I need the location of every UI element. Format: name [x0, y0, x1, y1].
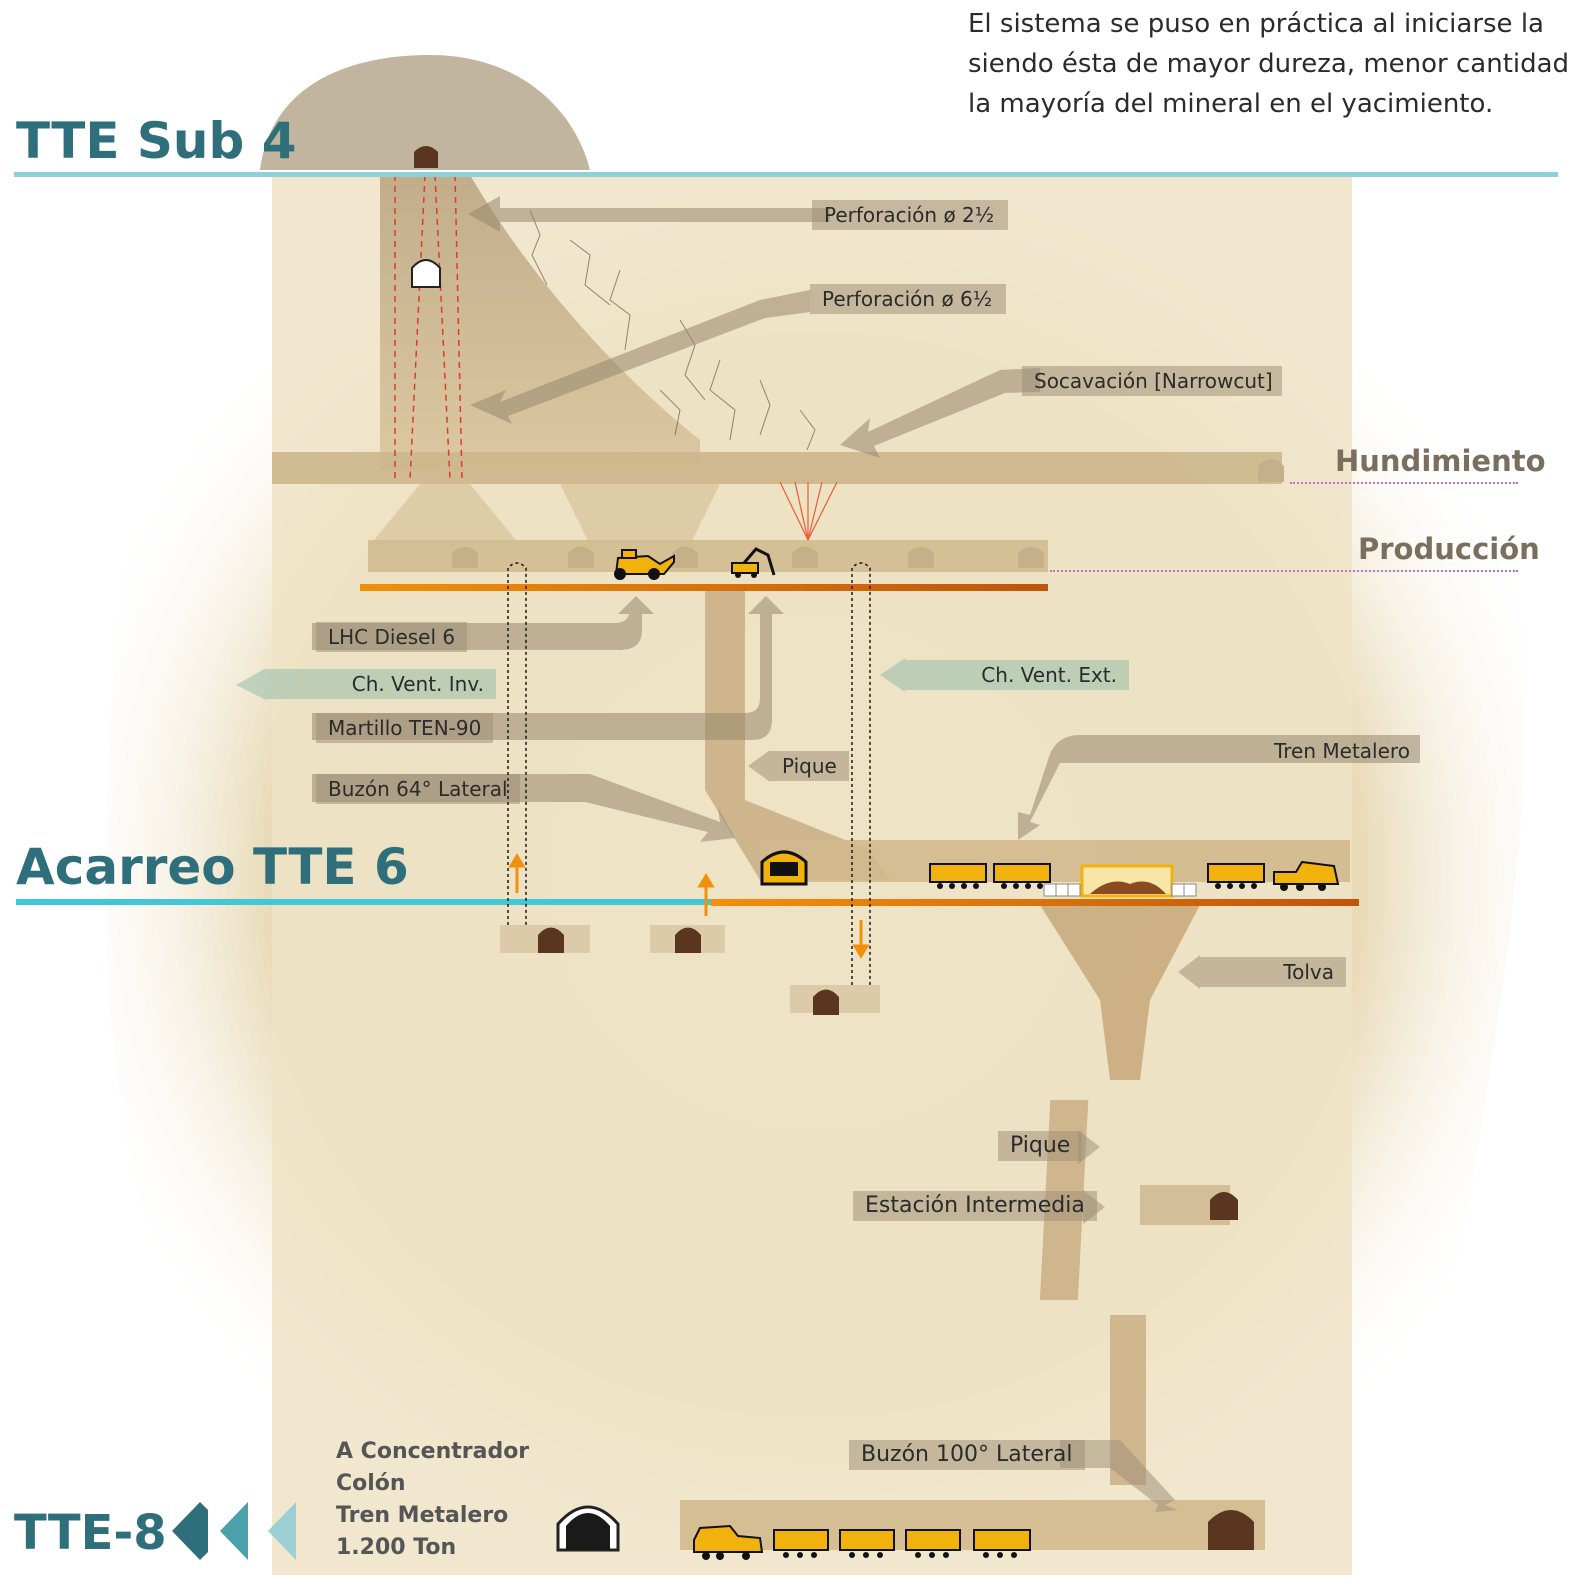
- tunnel-portal-icon: [558, 1507, 618, 1550]
- truck-icon: [694, 1526, 1030, 1560]
- excavator-icon: [732, 549, 774, 578]
- loader-icon: [614, 550, 674, 580]
- train-wagon-icon: [762, 852, 1338, 896]
